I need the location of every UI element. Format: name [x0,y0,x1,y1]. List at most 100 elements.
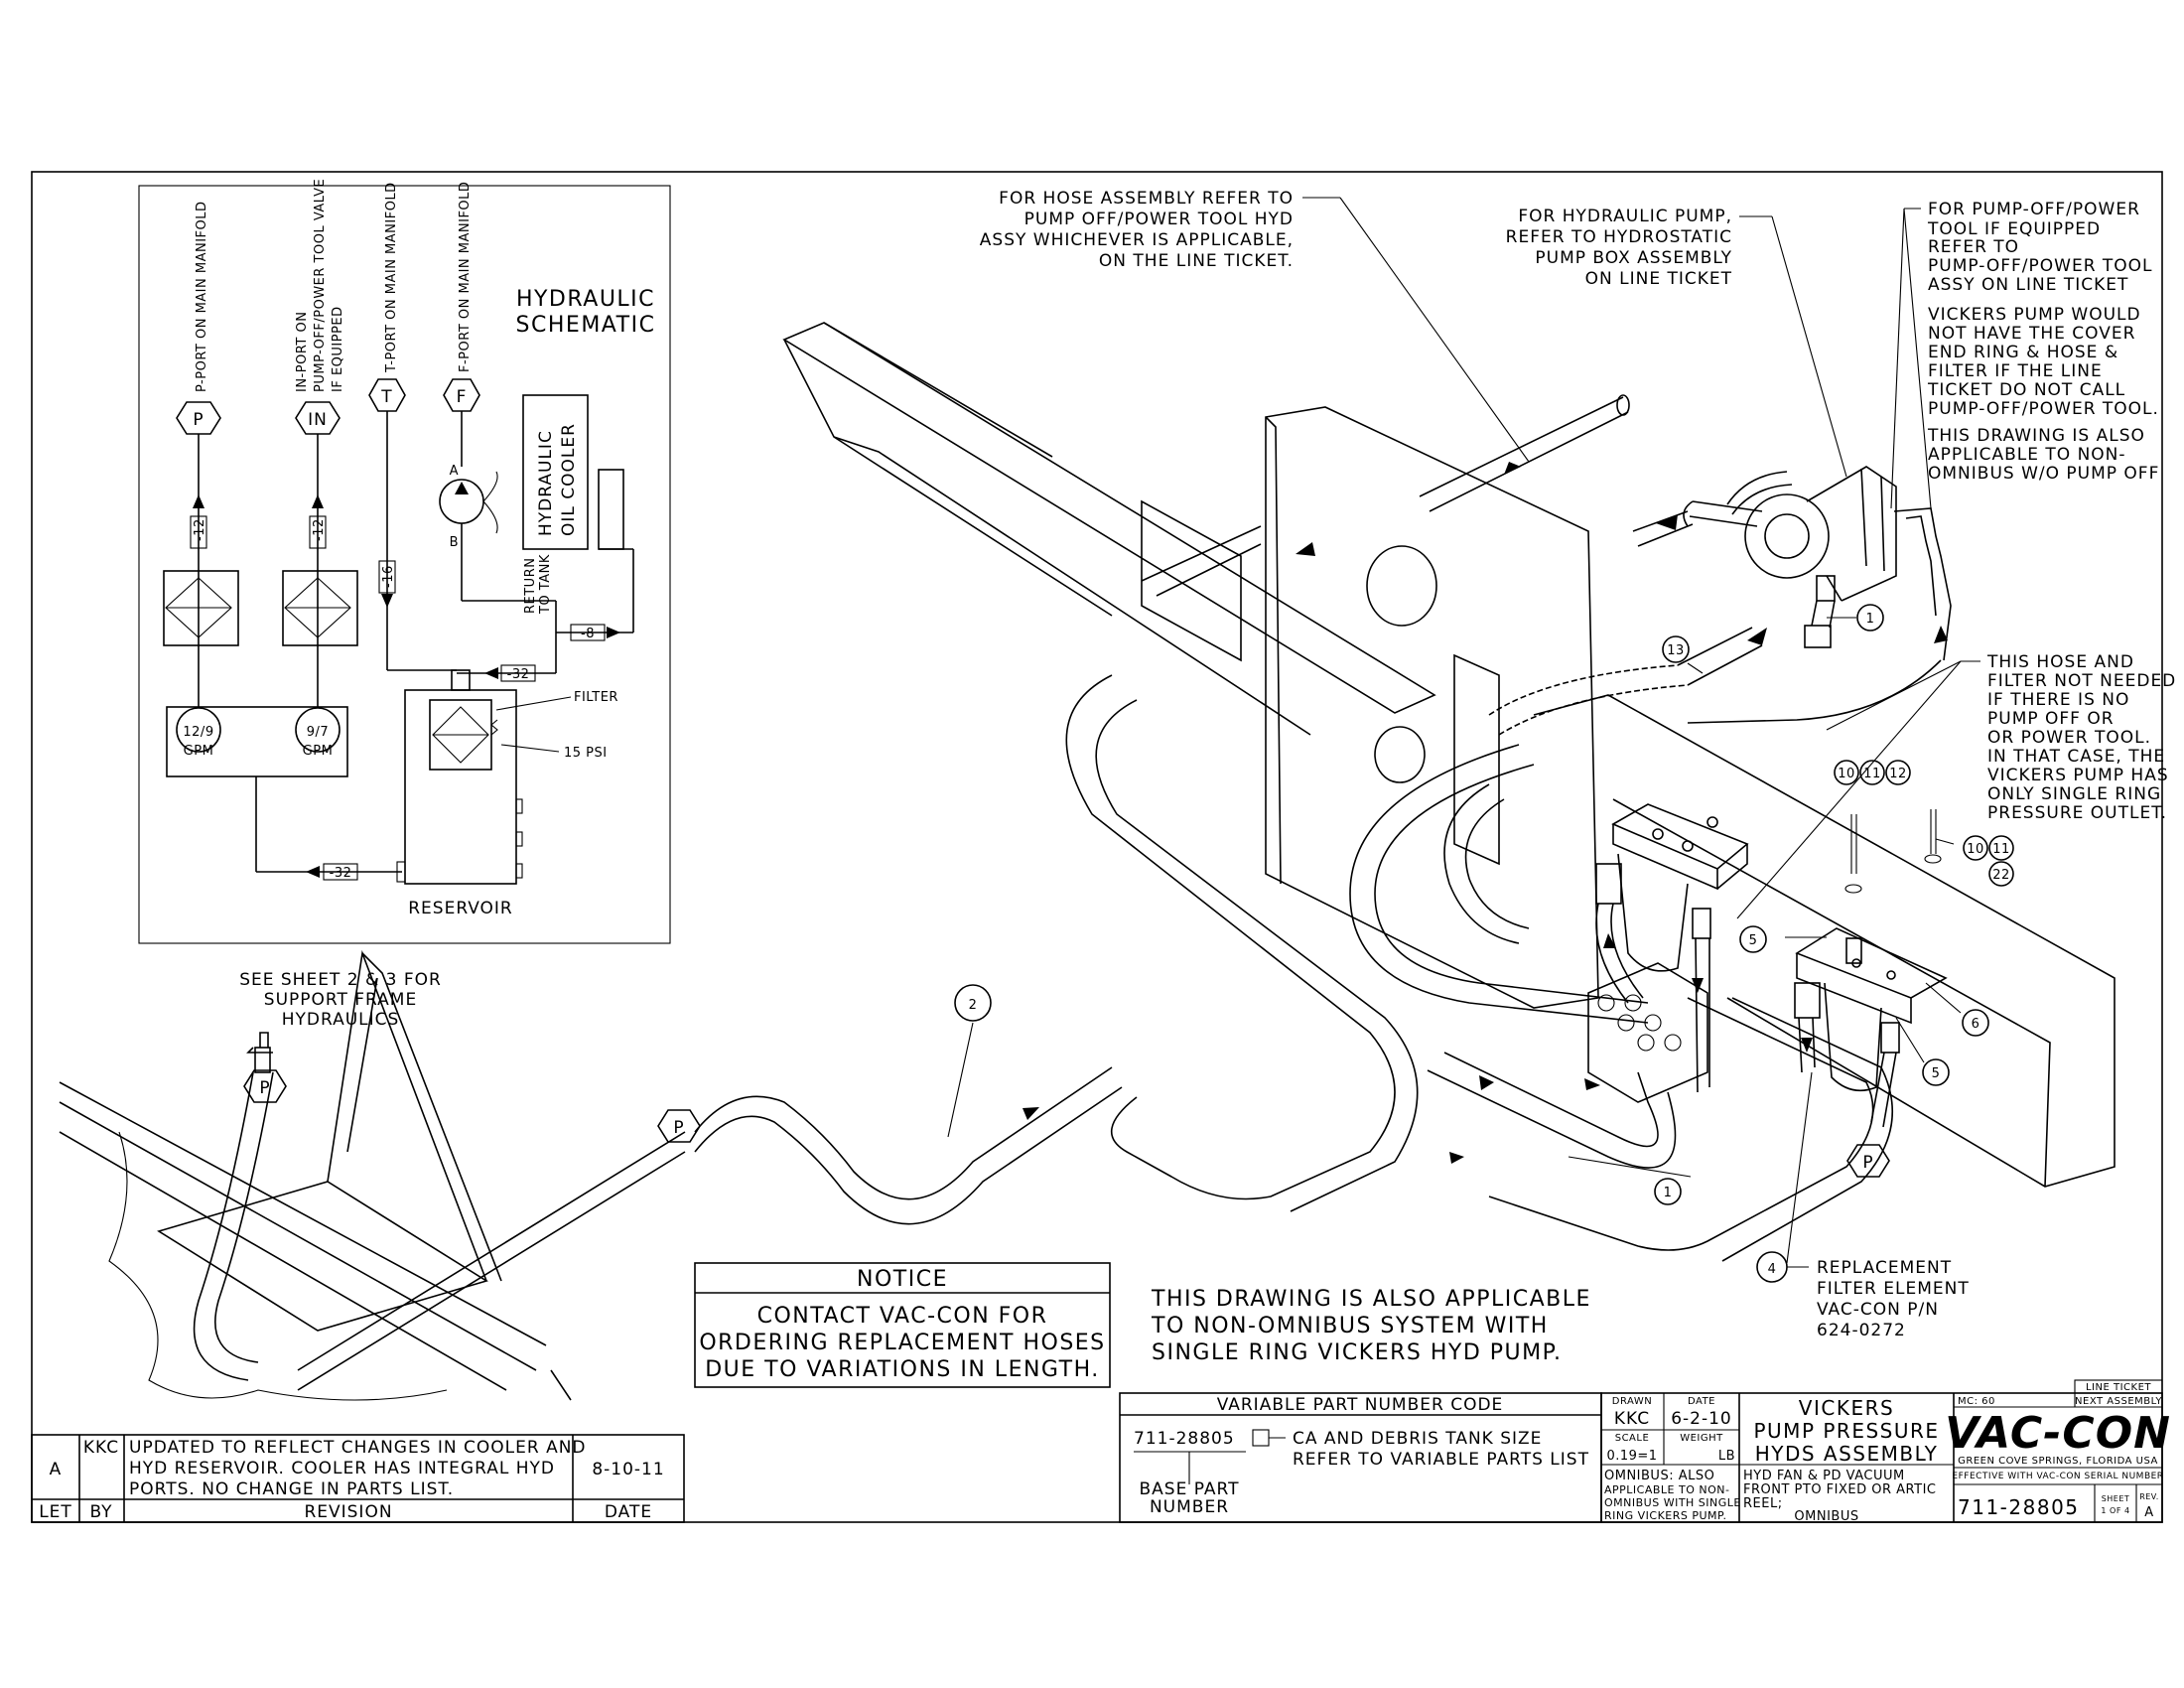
svg-text:FOR PUMP-OFF/POWER: FOR PUMP-OFF/POWER [1928,200,2140,219]
p-hex-mid [657,1109,701,1143]
svg-text:ONLY SINGLE RING: ONLY SINGLE RING [1987,784,2161,804]
var-part: 711-28805 [1134,1429,1235,1449]
var-desc-1: CA AND DEBRIS TANK SIZE [1293,1429,1542,1449]
balloon-1-upper [1856,604,1884,632]
hydraulic-schematic: HYDRAULIC SCHEMATIC P-PORT ON MAIN MANIF… [138,179,671,944]
callout-hose-filter: THIS HOSE AND FILTER NOT NEEDED IF THERE… [1736,652,2176,919]
pump2-gpm-2: GPM [303,744,334,759]
cooler-label-1: HYDRAULIC [536,430,556,536]
rev-hdr-let: LET [39,1502,72,1522]
scale-value: 0.19=1 [1606,1449,1657,1464]
flow-arrow-32a [484,667,498,679]
var-desc-2: REFER TO VARIABLE PARTS LIST [1293,1450,1589,1470]
flow-arrow-in [312,494,324,508]
rev-desc-3: PORTS. NO CHANGE IN PARTS LIST. [129,1479,454,1499]
return-1: RETURN [523,558,538,614]
hose-12b-tag [309,515,327,549]
svg-text:FOR HYDRAULIC PUMP,: FOR HYDRAULIC PUMP, [1518,207,1732,226]
rev-label: REV. [2139,1492,2159,1501]
svg-text:PUMP-OFF/POWER TOOL: PUMP-OFF/POWER TOOL [1928,256,2153,276]
svg-text:OMNIBUS W/O PUMP OFF: OMNIBUS W/O PUMP OFF [1928,464,2159,484]
var-base-2: NUMBER [1150,1497,1229,1517]
svg-text:5: 5 [1932,1066,1941,1081]
callout-pump-off: FOR PUMP-OFF/POWER TOOL IF EQUIPPED REFE… [1890,200,2153,509]
rev-desc-2: HYD RESERVOIR. COOLER HAS INTEGRAL HYD [129,1459,555,1478]
rev-hdr-rev: REVISION [304,1502,392,1522]
balloon-22 [1988,861,2014,887]
hose-8: -8 [581,627,595,641]
port-in-sym: IN [308,410,328,430]
drawn-label: DRAWN [1612,1396,1652,1407]
weight-label: WEIGHT [1680,1433,1723,1444]
rev-desc-1: UPDATED TO REFLECT CHANGES IN COOLER AND [129,1438,587,1458]
hose-32a: -32 [507,667,530,682]
reservoir [404,689,517,885]
balloon-12 [1885,760,1911,785]
weight-value: LB [1718,1449,1735,1464]
port-p-label: P-PORT ON MAIN MANIFOLD [195,202,209,393]
revision-block: A KKC UPDATED TO REFLECT CHANGES IN COOL… [31,1434,685,1523]
svg-text:2: 2 [969,998,978,1013]
svg-text:PUMP OFF OR: PUMP OFF OR [1987,709,2115,729]
sheet-label: SHEET [2102,1494,2130,1503]
balloon-6 [1962,1009,1989,1037]
schematic-frame [138,185,671,944]
see-sheet-2: SUPPORT FRAME [264,990,417,1010]
title-1: VICKERS [1799,1396,1894,1420]
svg-text:PUMP-OFF/POWER TOOL.: PUMP-OFF/POWER TOOL. [1928,399,2159,419]
vickers-pump [1632,466,1952,724]
balloon-2 [954,984,992,1022]
p-left-label: P [259,1078,270,1098]
svg-text:5: 5 [1749,933,1758,948]
port-t-sym: T [380,387,392,407]
cooler-b: B [450,535,459,550]
schematic-title-2: SCHEMATIC [516,313,656,338]
svg-text:11: 11 [1992,842,2010,857]
model-3: REEL; [1743,1496,1783,1511]
pump1-gpm-2: GPM [184,744,214,759]
svg-text:13: 13 [1667,643,1685,658]
location: GREEN COVE SPRINGS, FLORIDA USA [1958,1456,2158,1467]
support-frame [59,949,1123,1401]
pump1-gpm-1: 12/9 [183,725,213,740]
callout-replacement-filter: REPLACEMENT FILTER ELEMENT VAC-CON P/N 6… [1817,1258,1969,1340]
isometric-assembly [782,322,2116,1262]
omni-2: APPLICABLE TO NON- [1604,1483,1729,1496]
svg-text:ASSY ON LINE TICKET: ASSY ON LINE TICKET [1928,275,2128,295]
callout-vickers-note: VICKERS PUMP WOULD NOT HAVE THE COVER EN… [1927,305,2159,419]
svg-text:22: 22 [1992,868,2010,883]
notice-title: NOTICE [857,1267,948,1292]
balloon-1-lower [1654,1178,1682,1205]
port-f-sym: F [457,387,468,407]
balloon-11b [1988,835,2014,861]
scale-label: SCALE [1615,1433,1650,1444]
rev-date: 8-10-11 [592,1460,664,1479]
svg-text:PUMP OFF/POWER TOOL HYD: PUMP OFF/POWER TOOL HYD [1024,210,1294,229]
port-in-label-1: IN-PORT ON [295,312,310,392]
balloon-10a [1834,760,1859,785]
svg-text:VICKERS PUMP WOULD: VICKERS PUMP WOULD [1928,305,2141,325]
svg-text:ON THE LINE TICKET.: ON THE LINE TICKET. [1099,251,1294,271]
svg-text:FILTER NOT NEEDED: FILTER NOT NEEDED [1987,671,2176,691]
omni-3: OMNIBUS WITH SINGLE [1604,1496,1741,1509]
drawing-border [31,171,2163,1523]
title-2: PUMP PRESSURE [1753,1419,1939,1443]
port-in-label-2: PUMP-OFF/POWER TOOL VALVE [313,179,328,392]
hose-16-tag [378,560,396,594]
hose-32b: -32 [330,866,352,881]
svg-text:APPLICABLE TO NON-: APPLICABLE TO NON- [1928,445,2126,465]
see-sheet-1: SEE SHEET 2 & 3 FOR [239,970,442,990]
see-sheet-3: HYDRAULICS [282,1010,400,1030]
svg-text:THIS DRAWING IS ALSO APPLICABL: THIS DRAWING IS ALSO APPLICABLE [1151,1287,1591,1312]
flow-arrow-8 [607,627,620,638]
mounting-plate [1265,406,1599,1009]
port-p-hex [176,401,221,435]
svg-text:VAC-CON P/N: VAC-CON P/N [1817,1300,1939,1320]
see-sheet-note: SEE SHEET 2 & 3 FOR SUPPORT FRAME HYDRAU… [239,970,442,1030]
svg-text:SINGLE RING VICKERS HYD PUMP.: SINGLE RING VICKERS HYD PUMP. [1152,1340,1562,1365]
hose-16: -16 [381,565,396,588]
model-2: FRONT PTO FIXED OR ARTIC [1743,1482,1937,1497]
omni-4: RING VICKERS PUMP. [1604,1509,1726,1522]
svg-text:PUMP BOX ASSEMBLY: PUMP BOX ASSEMBLY [1535,248,1732,268]
notice-line-3: DUE TO VARIATIONS IN LENGTH. [705,1357,1100,1382]
